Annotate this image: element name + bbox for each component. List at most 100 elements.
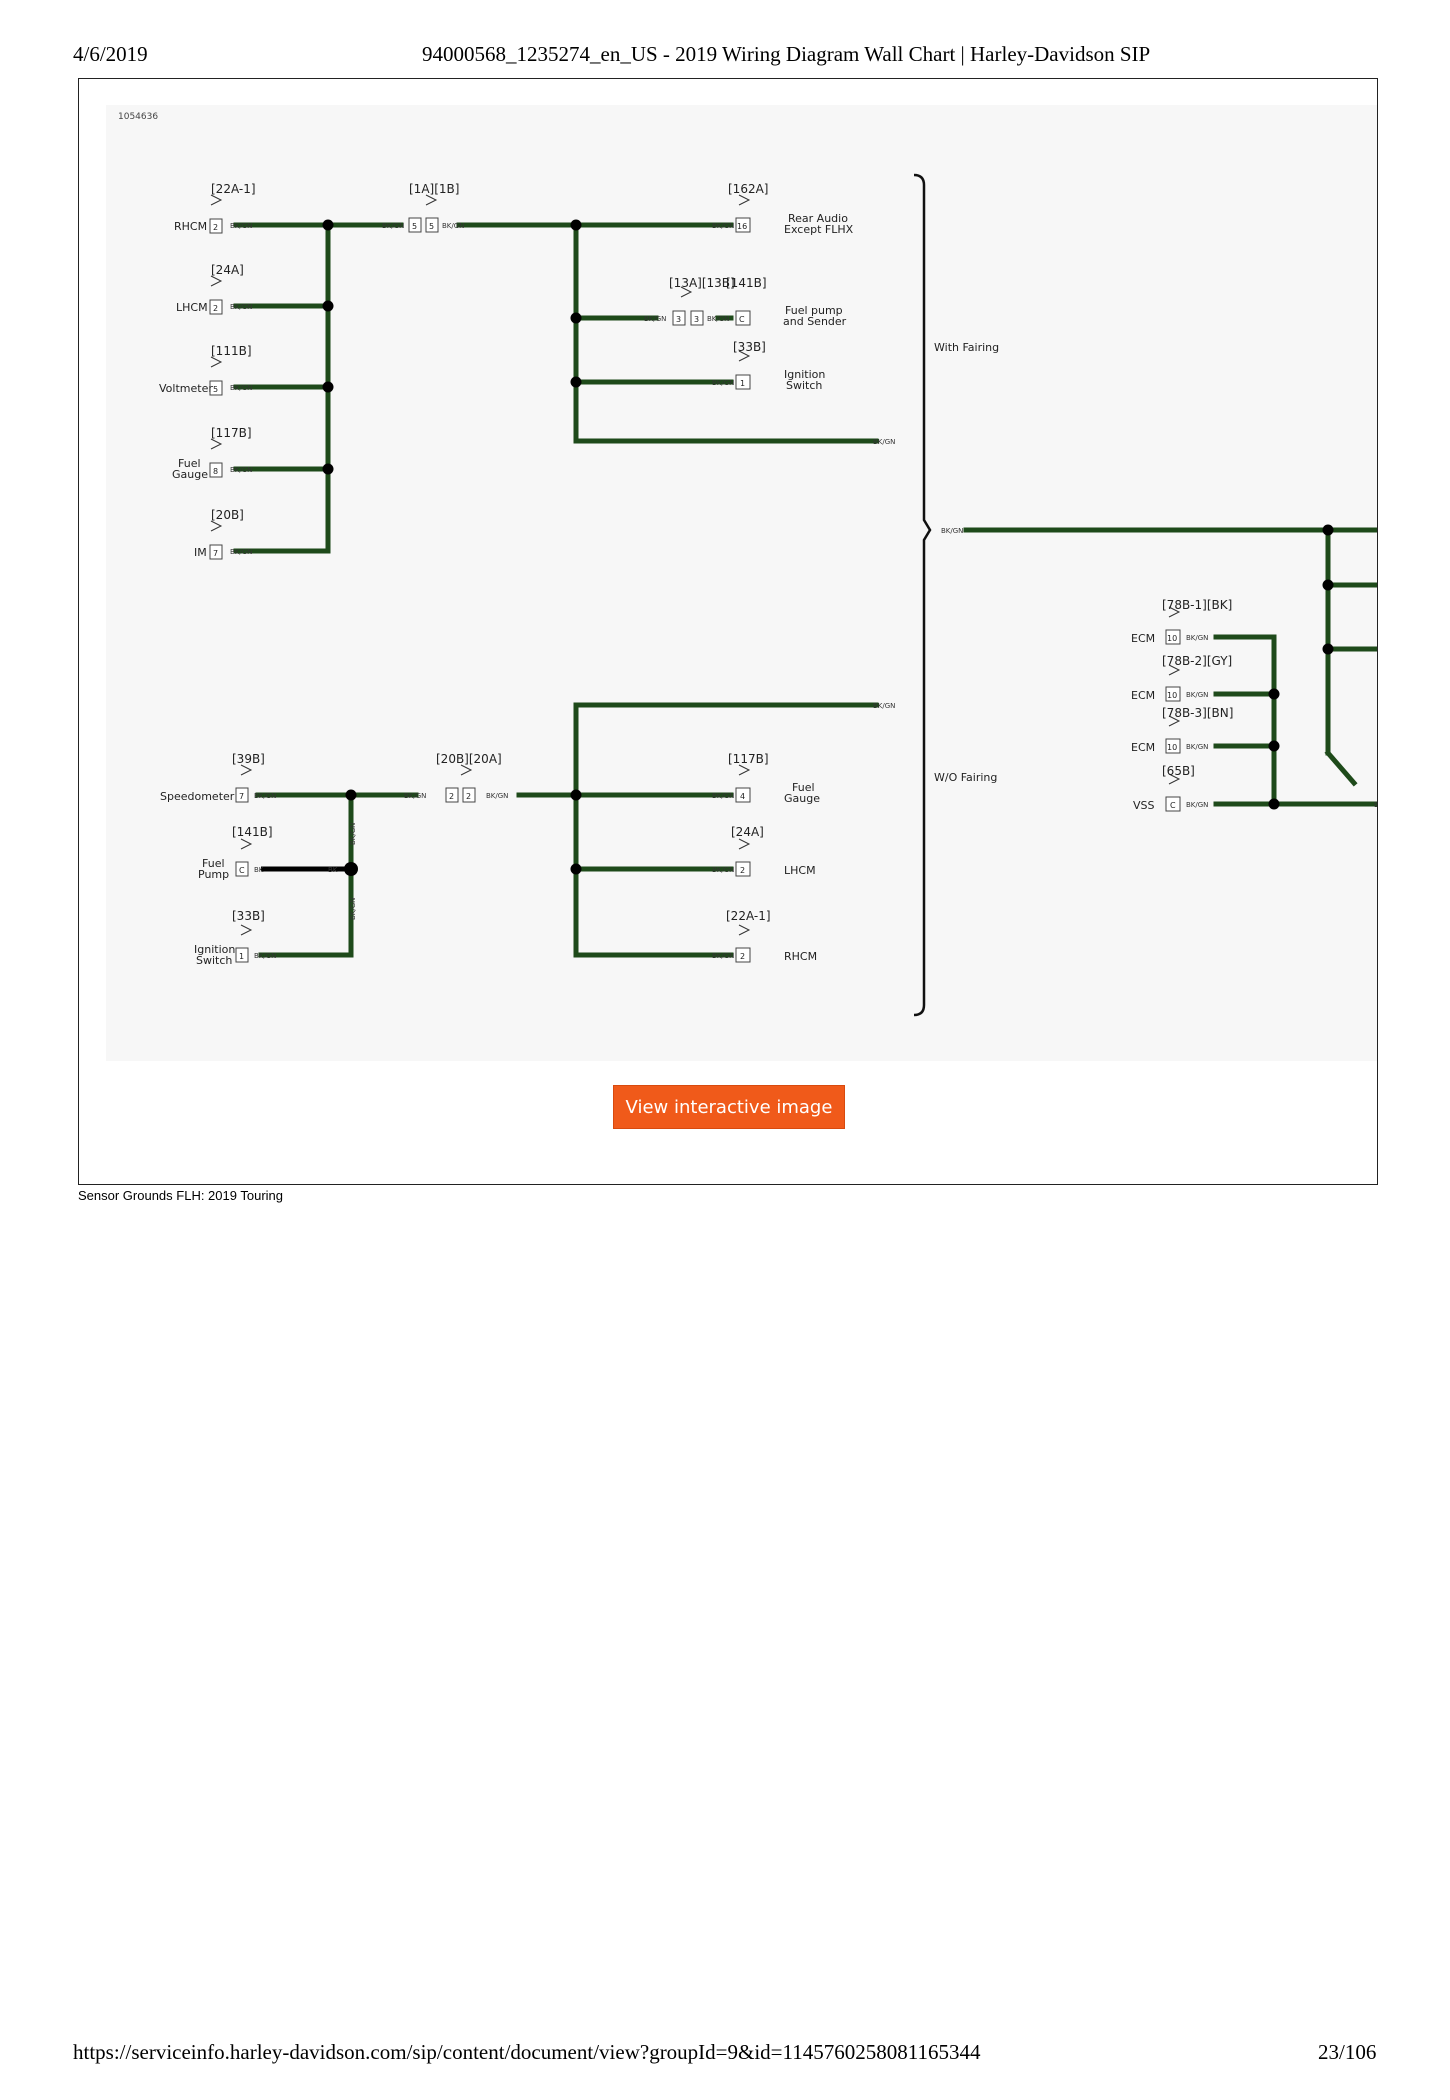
pin-number: 7	[213, 549, 218, 558]
splice	[344, 862, 358, 876]
pin-number: 2	[213, 223, 218, 232]
wire-code: BK/GN	[254, 952, 276, 960]
connector-chevron	[680, 286, 693, 298]
connector-chevron	[425, 194, 438, 206]
component-label: Pump	[198, 868, 229, 881]
pin-box	[735, 947, 751, 963]
figure-caption: Sensor Grounds FLH: 2019 Touring	[78, 1188, 283, 1203]
connector-label: [117B]	[211, 426, 252, 440]
footer-page-number: 23/106	[1318, 2040, 1377, 2064]
splice	[570, 863, 582, 875]
pin-number: 7	[239, 792, 244, 801]
wire-code: BK	[328, 866, 338, 874]
connector-label: [39B]	[232, 752, 265, 766]
connector-chevron	[1168, 773, 1181, 785]
wire-right-diag	[1324, 749, 1358, 787]
pin-number: 2	[213, 304, 218, 313]
pin-number: 1	[740, 379, 745, 388]
connector-chevron	[738, 764, 751, 776]
wires	[233, 222, 1377, 958]
pin-number: 10	[1167, 634, 1177, 643]
pin-box	[735, 217, 751, 233]
connector-label: [78B-3][BN]	[1162, 706, 1233, 720]
component-label: and Sender	[783, 315, 847, 328]
pin-number: 5	[429, 222, 434, 231]
figure-frame: 1054636	[78, 78, 1378, 1185]
wire-code: BK/GN	[644, 315, 666, 323]
splice	[322, 463, 334, 475]
wire-code: BK/GN	[230, 222, 252, 230]
connector-label: [141B]	[726, 276, 767, 290]
wire-code: BK/GN	[712, 792, 734, 800]
footer-url: https://serviceinfo.harley-davidson.com/…	[73, 2040, 981, 2064]
connector-label: [78B-1][BK]	[1162, 598, 1232, 612]
pin-box	[735, 787, 751, 803]
connector-chevron	[738, 350, 751, 362]
component-label: Ignition	[784, 368, 825, 381]
connector-chevron	[240, 764, 253, 776]
connector-label: [33B]	[733, 340, 766, 354]
wire-code: BK/GN	[404, 792, 426, 800]
pin-box	[735, 374, 751, 390]
pin-box	[408, 217, 422, 233]
pin-box	[1165, 629, 1181, 645]
wire-code: BK/GN	[1374, 801, 1378, 809]
splice	[345, 789, 357, 801]
wire-code: BK/GN	[941, 527, 963, 535]
component-label: RHCM	[174, 220, 207, 233]
pin-box	[1165, 738, 1181, 754]
wire-code: BK/GN	[1186, 691, 1208, 699]
pin-number: 3	[694, 315, 699, 324]
view-interactive-image-button[interactable]: View interactive image	[613, 1085, 845, 1129]
wire-code: BK/GN	[486, 792, 508, 800]
pin-box	[1165, 796, 1181, 812]
wire-code-vertical: BK/GN	[349, 823, 357, 845]
component-label: Fuel pump	[785, 304, 843, 317]
splice	[1322, 579, 1334, 591]
pin-box	[209, 544, 223, 560]
connector-label: [65B]	[1162, 764, 1195, 778]
pin-number: 2	[466, 792, 471, 801]
pin-box	[445, 787, 459, 803]
pin-box	[690, 310, 704, 326]
component-label: Gauge	[784, 792, 820, 805]
splice	[570, 789, 582, 801]
pin-box	[235, 947, 249, 963]
component-label: Voltmeter	[159, 382, 213, 395]
splice	[322, 381, 334, 393]
connector-label: [78B-2][GY]	[1162, 654, 1232, 668]
connector-label: [20B]	[211, 508, 244, 522]
connector-label: [22A-1]	[726, 909, 771, 923]
connector-chevron	[738, 194, 751, 206]
pin-number: 3	[676, 315, 681, 324]
component-label: RHCM	[784, 950, 817, 963]
diagram-panel: 1054636	[106, 105, 1378, 1061]
splice	[322, 300, 334, 312]
connector-chevron	[210, 438, 223, 450]
pin-number: 2	[740, 866, 745, 875]
component-label: VSS	[1133, 799, 1155, 812]
wire-code: BK	[254, 866, 264, 874]
component-label: Speedometer	[160, 790, 235, 803]
splice	[570, 312, 582, 324]
wire-code: BK/GN	[1186, 801, 1208, 809]
wire-code: BK/GN	[1186, 743, 1208, 751]
pin-number: 1	[239, 952, 244, 961]
wire-code: BK/GN	[230, 466, 252, 474]
connector-chevron	[240, 838, 253, 850]
connector-label: [24A]	[211, 263, 244, 277]
header-title: 94000568_1235274_en_US - 2019 Wiring Dia…	[422, 42, 1151, 66]
component-label: Fuel	[178, 457, 201, 470]
section-label-wo-fairing: W/O Fairing	[934, 771, 997, 784]
splice	[570, 219, 582, 231]
wire-code: BK/GN	[712, 379, 734, 387]
pin-number: C	[239, 866, 245, 875]
wiring-diagram[interactable]: 1054636	[106, 105, 1378, 1061]
splice	[570, 376, 582, 388]
connector-chevron	[1168, 606, 1181, 618]
connector-label: [117B]	[728, 752, 769, 766]
connector-chevron	[210, 520, 223, 532]
connector-chevron	[210, 275, 223, 287]
splice	[1268, 740, 1280, 752]
pin-number: C	[1170, 801, 1176, 810]
